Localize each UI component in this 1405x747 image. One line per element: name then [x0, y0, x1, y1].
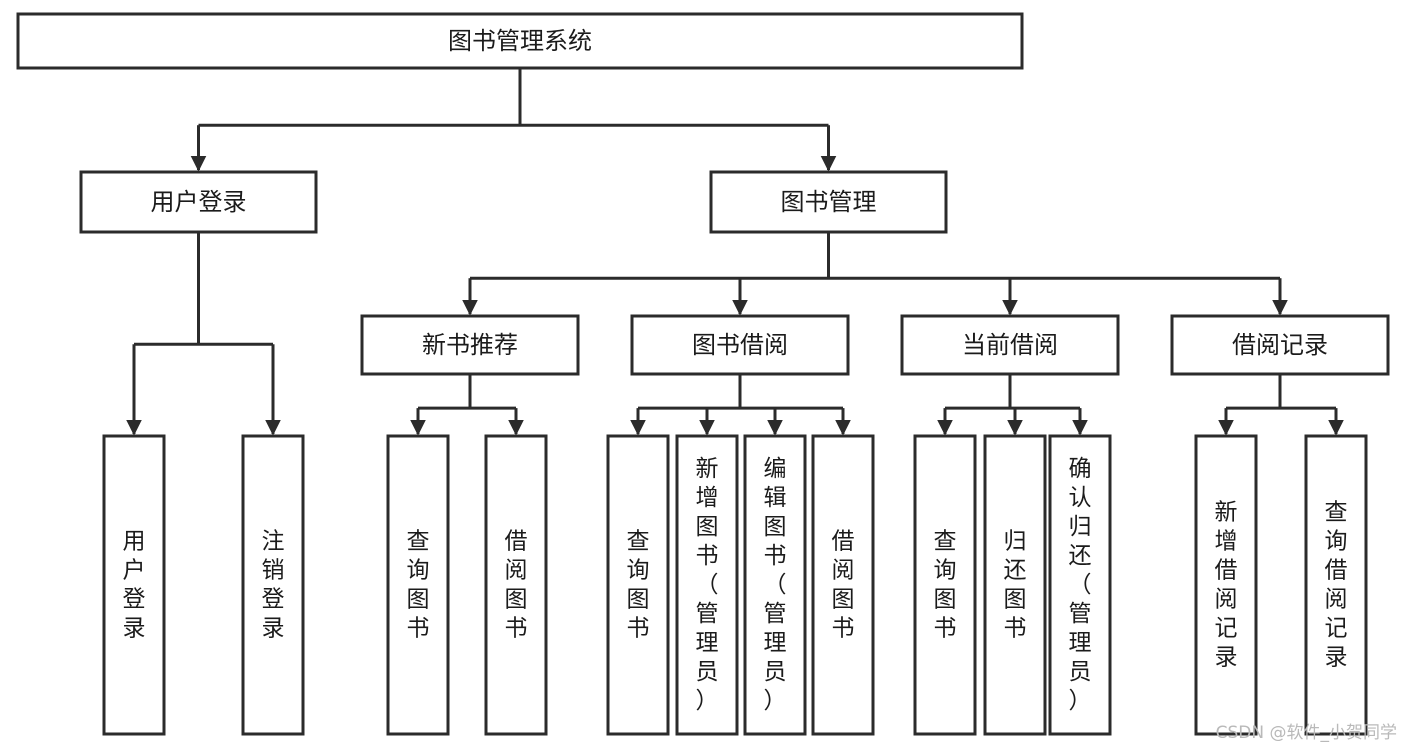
node-label: 查询图书	[627, 528, 650, 641]
node-leaf-rec-query-book[interactable]: 查询图书	[386, 434, 450, 736]
node-label: 查询借阅记录	[1325, 499, 1348, 670]
edge-group-user-login	[126, 232, 281, 436]
edge-group-root	[190, 68, 837, 172]
node-user-login[interactable]: 用户登录	[79, 170, 318, 234]
node-box	[743, 434, 807, 736]
node-label: 新增借阅记录	[1215, 499, 1238, 670]
node-book-borrow[interactable]: 图书借阅	[630, 314, 850, 376]
node-box	[1304, 434, 1368, 736]
node-label: 图书管理	[781, 188, 877, 216]
edge-group-book-manage	[462, 232, 1288, 316]
node-leaf-cb-confirm-return[interactable]: 确认归还（管理员）	[1048, 434, 1112, 736]
node-leaf-bb-add-book[interactable]: 新增图书（管理员）	[675, 434, 739, 736]
node-label: 当前借阅	[962, 331, 1058, 359]
node-label: 借阅图书	[832, 528, 855, 641]
node-leaf-br-add-record[interactable]: 新增借阅记录	[1194, 434, 1258, 736]
node-box	[630, 314, 850, 376]
watermark: CSDN @软件_小贺同学	[1215, 723, 1397, 743]
node-label: 新增图书（管理员）	[696, 456, 719, 714]
node-label: 新书推荐	[422, 331, 518, 359]
node-box	[484, 434, 548, 736]
node-box	[1194, 434, 1258, 736]
node-box	[102, 434, 166, 736]
node-label: 归还图书	[1004, 528, 1027, 641]
node-box	[79, 170, 318, 234]
node-leaf-bb-borrow-book[interactable]: 借阅图书	[811, 434, 875, 736]
node-box	[983, 434, 1047, 736]
node-box	[900, 314, 1120, 376]
node-box	[709, 170, 948, 234]
node-leaf-cb-query-book[interactable]: 查询图书	[913, 434, 977, 736]
node-label: 查询图书	[407, 528, 430, 641]
node-book-manage[interactable]: 图书管理	[709, 170, 948, 234]
node-leaf-bb-query-book[interactable]: 查询图书	[606, 434, 670, 736]
node-label: 图书管理系统	[448, 27, 592, 55]
node-root[interactable]: 图书管理系统	[16, 12, 1024, 70]
node-leaf-user-logout[interactable]: 注销登录	[241, 434, 305, 736]
node-box	[1048, 434, 1112, 736]
node-box	[913, 434, 977, 736]
node-box	[606, 434, 670, 736]
edge-group-current-borrow	[937, 374, 1088, 436]
node-borrow-record[interactable]: 借阅记录	[1170, 314, 1390, 376]
edges-layer	[126, 68, 1344, 436]
node-label: 用户登录	[123, 528, 146, 641]
node-label: 借阅记录	[1232, 331, 1328, 359]
edge-group-borrow-record	[1218, 374, 1344, 436]
node-leaf-user-login[interactable]: 用户登录	[102, 434, 166, 736]
edge-group-book-borrow	[630, 374, 851, 436]
node-current-borrow[interactable]: 当前借阅	[900, 314, 1120, 376]
node-label: 编辑图书（管理员）	[764, 456, 787, 714]
node-label: 用户登录	[151, 188, 247, 216]
node-box	[16, 12, 1024, 70]
node-leaf-cb-return-book[interactable]: 归还图书	[983, 434, 1047, 736]
node-box	[675, 434, 739, 736]
node-leaf-rec-borrow-book[interactable]: 借阅图书	[484, 434, 548, 736]
node-label: 确认归还（管理员）	[1069, 456, 1092, 714]
node-leaf-bb-edit-book[interactable]: 编辑图书（管理员）	[743, 434, 807, 736]
node-label: 注销登录	[262, 528, 285, 641]
node-box	[360, 314, 580, 376]
node-label: 查询图书	[934, 528, 957, 641]
node-label: 图书借阅	[692, 331, 788, 359]
nodes-layer: 图书管理系统用户登录图书管理新书推荐图书借阅当前借阅借阅记录用户登录注销登录查询…	[16, 12, 1390, 736]
node-box	[1170, 314, 1390, 376]
node-box	[386, 434, 450, 736]
node-box	[241, 434, 305, 736]
node-label: 借阅图书	[505, 528, 528, 641]
node-leaf-br-query-record[interactable]: 查询借阅记录	[1304, 434, 1368, 736]
node-new-book-rec[interactable]: 新书推荐	[360, 314, 580, 376]
edge-group-new-book-rec	[410, 374, 524, 436]
node-box	[811, 434, 875, 736]
